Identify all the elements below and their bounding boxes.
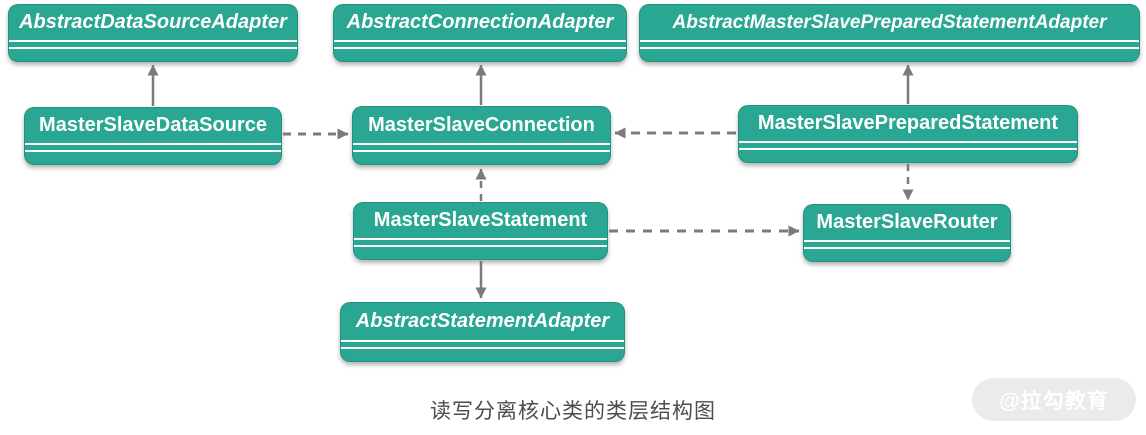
class-box-masterslavestatement: MasterSlaveStatement — [353, 202, 608, 260]
class-label: AbstractConnectionAdapter — [346, 11, 614, 33]
class-label: MasterSlavePreparedStatement — [757, 112, 1059, 134]
class-box-abstractmasterslavepreparedstatementadapter: AbstractMasterSlavePreparedStatementAdap… — [639, 4, 1140, 62]
class-label: MasterSlaveStatement — [373, 209, 588, 231]
class-label: MasterSlaveConnection — [368, 113, 595, 136]
watermark-badge: @拉勾教育 — [972, 378, 1136, 421]
class-box-masterslavedatasource: MasterSlaveDataSource — [24, 107, 282, 165]
class-label: AbstractMasterSlavePreparedStatementAdap… — [672, 11, 1107, 33]
class-box-masterslaverouter: MasterSlaveRouter — [803, 204, 1011, 262]
class-label: AbstractDataSourceAdapter — [19, 11, 287, 33]
class-label: AbstractStatementAdapter — [355, 310, 610, 332]
class-box-abstractstatementadapter: AbstractStatementAdapter — [340, 302, 625, 362]
class-box-abstractdatasourceadapter: AbstractDataSourceAdapter — [8, 4, 298, 62]
class-box-masterslaveconnection: MasterSlaveConnection — [352, 106, 611, 165]
class-box-abstractconnectionadapter: AbstractConnectionAdapter — [333, 4, 627, 62]
class-label: MasterSlaveRouter — [816, 211, 998, 233]
diagram-caption: 读写分离核心类的类层结构图 — [430, 400, 716, 423]
class-box-masterslavepreparedstatement: MasterSlavePreparedStatement — [738, 105, 1078, 163]
class-label: MasterSlaveDataSource — [39, 114, 267, 136]
